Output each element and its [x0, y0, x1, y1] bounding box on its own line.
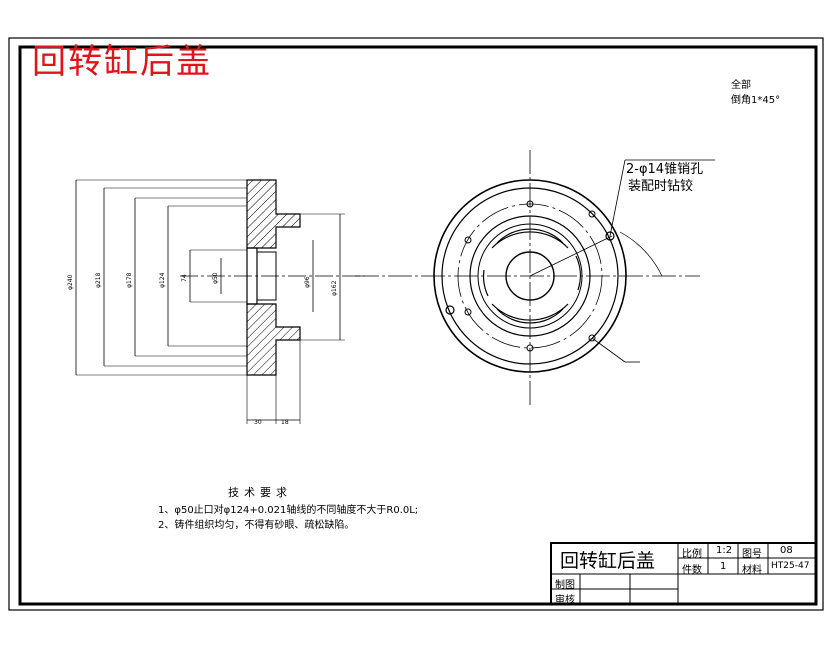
tech-requirement-item: 2、铸件组织均匀，不得有砂眼、疏松缺陷。	[158, 520, 355, 531]
svg-text:φ240: φ240	[67, 274, 74, 290]
svg-text:φ124: φ124	[159, 272, 166, 288]
corner-note-2: 倒角1*45°	[731, 95, 781, 106]
drawn-by-label: 制图	[555, 580, 575, 591]
scale-label: 比例	[682, 549, 702, 560]
qty-value: 1	[720, 561, 727, 572]
svg-text:φ50: φ50	[212, 272, 219, 284]
drawing-no-value: 08	[780, 545, 793, 556]
svg-text:74: 74	[181, 274, 188, 282]
section-hatch-bottom	[246, 303, 301, 376]
qty-label: 件数	[682, 565, 702, 576]
section-view	[75, 179, 365, 424]
scale-value: 1:2	[716, 545, 733, 556]
hole-note-line1: 2-φ14锥销孔	[626, 162, 704, 177]
front-view	[355, 150, 715, 405]
svg-text:φ178: φ178	[126, 272, 133, 288]
checked-by-label: 审核	[555, 595, 575, 606]
corner-note-1: 全部	[731, 80, 751, 91]
inner-border	[18, 45, 818, 606]
title-block-part-name: 回转缸后盖	[560, 550, 656, 572]
tech-requirements-title: 技术要求	[228, 486, 292, 499]
hole-note-line2: 装配时钻铰	[628, 179, 694, 194]
drawing-title: 回转缸后盖	[32, 42, 212, 82]
title-block	[550, 542, 817, 605]
section-hatch-top	[246, 179, 301, 249]
section-dimension-labels: φ240 φ218 φ178 φ124 74 φ50 φ162 φ96 30 1…	[67, 272, 338, 426]
drawing-no-label: 图号	[742, 549, 762, 560]
svg-text:φ218: φ218	[95, 272, 102, 288]
svg-text:18: 18	[281, 419, 289, 426]
outer-border	[8, 37, 824, 611]
svg-text:φ162: φ162	[331, 280, 338, 296]
material-label: 材料	[742, 565, 762, 576]
svg-text:30: 30	[254, 419, 262, 426]
material-value: HT25-47	[771, 561, 810, 571]
svg-text:φ96: φ96	[304, 276, 311, 288]
tech-requirement-item: 1、φ50止口对φ124+0.021轴线的不同轴度不大于R0.0L;	[158, 505, 419, 516]
